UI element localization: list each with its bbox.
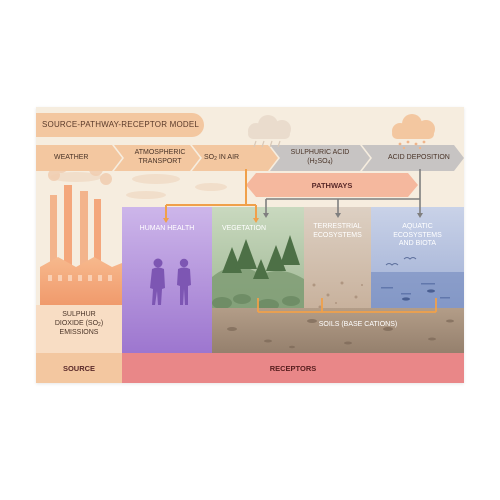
title-banner — [36, 113, 204, 137]
orange-connector — [165, 169, 257, 220]
soils-connector — [257, 298, 437, 313]
weather-arrow — [36, 145, 122, 171]
receptors-label: RECEPTORS — [269, 364, 317, 373]
diagram-card: SOURCE-PATHWAY-RECEPTOR MODEL — [36, 107, 464, 383]
sulphuric-acid-label: SULPHURIC ACID(H2SO4) — [290, 149, 350, 166]
sulphuric-arrow — [270, 145, 370, 171]
so2-in-air-label: SO2 IN AIR — [204, 154, 240, 162]
weather-label: WEATHER — [54, 154, 89, 161]
acid-deposition-arrow — [362, 145, 464, 171]
vegetation-label: VEGETATION — [221, 225, 267, 232]
bird-icon — [385, 257, 417, 266]
diagram-title: SOURCE-PATHWAY-RECEPTOR MODEL — [42, 120, 200, 129]
rain-cloud-icon — [248, 115, 291, 148]
pathways-label: PATHWAYS — [311, 181, 353, 190]
soils-label: SOILS (BASE CATIONS) — [318, 321, 398, 328]
so2-arrow — [192, 145, 278, 171]
pathways-banner — [246, 173, 418, 197]
fish-icon — [402, 289, 435, 301]
scene-illustration — [36, 114, 464, 353]
hail-cloud-icon — [392, 114, 435, 150]
receptors-bar — [122, 353, 464, 383]
tree-icon — [222, 235, 300, 279]
grey-connector — [265, 169, 421, 215]
source-bar — [36, 353, 122, 383]
human-health-panel — [122, 207, 212, 353]
atmospheric-arrow — [114, 145, 200, 171]
acid-deposition-label: ACID DEPOSITION — [388, 154, 450, 161]
human-health-label: HUMAN HEALTH — [139, 225, 195, 232]
factory-icon — [40, 148, 122, 305]
source-label: SOURCE — [62, 364, 96, 373]
person-icon — [150, 258, 191, 305]
